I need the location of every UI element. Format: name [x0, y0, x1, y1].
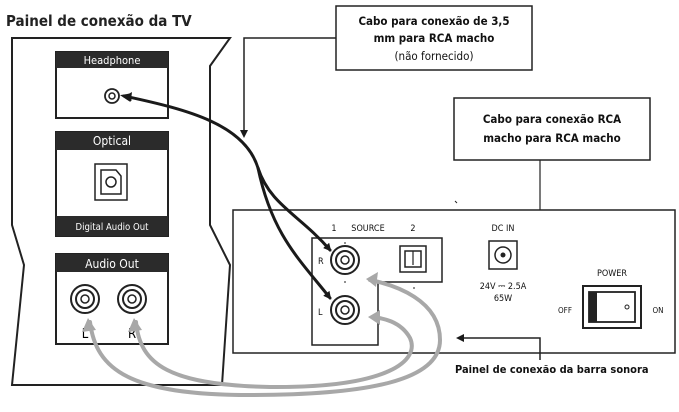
optical-port-panel: Optical Digital Audio Out — [55, 131, 169, 237]
cable-rca-arrowheads — [82, 272, 380, 332]
tv-panel-title: Painel de conexão da TV — [6, 12, 192, 30]
headphone-jack-icon — [104, 88, 120, 104]
callout-35mm-line3: (não fornecido) — [395, 49, 474, 63]
rca-right-jack-icon — [117, 284, 147, 314]
soundbar-r-label: R — [318, 257, 324, 267]
callout-rca-line2: macho para RCA macho — [483, 131, 621, 145]
dc-in-port-icon — [488, 240, 518, 270]
audio-out-label: Audio Out — [85, 257, 139, 271]
callout-35mm-line2: mm para RCA macho — [374, 31, 495, 45]
soundbar-rca-r-jack-icon — [330, 245, 360, 275]
headphone-jack-panel: Headphone — [55, 51, 169, 119]
cable-rca-to-rca — [88, 278, 443, 398]
tv-left-label: L — [82, 327, 89, 342]
power-spec-watts: 65W — [494, 294, 512, 304]
power-spec-voltage: 24V ⎓ 2.5A — [480, 282, 527, 292]
soundbar-rca-l-jack-icon — [330, 295, 360, 325]
dc-in-label: DC IN — [492, 224, 515, 234]
callout-35mm-leader — [240, 37, 336, 138]
callout-rca-line1: Cabo para conexão RCA — [483, 112, 621, 126]
optical-port-icon — [94, 163, 128, 201]
callout-35mm-line1: Cabo para conexão de 3,5 — [358, 14, 509, 28]
soundbar-l-label: L — [318, 308, 323, 318]
optical-label: Optical — [93, 134, 131, 148]
source-1-label: 1 — [331, 224, 336, 234]
source-2-label: 2 — [410, 224, 415, 234]
digital-audio-out-label: Digital Audio Out — [76, 222, 150, 233]
power-switch[interactable] — [582, 285, 642, 329]
power-on-label: ON — [652, 306, 663, 315]
callout-35mm-cable: Cabo para conexão de 3,5 mm para RCA mac… — [335, 5, 533, 71]
soundbar-optical-port-icon — [399, 245, 427, 273]
power-label: POWER — [597, 269, 627, 279]
soundbar-caption: Painel de conexão da barra sonora — [455, 363, 649, 376]
audio-out-panel: Audio Out L R — [55, 253, 169, 345]
source-label: SOURCE — [351, 224, 384, 234]
headphone-label: Headphone — [84, 54, 141, 67]
cable-35mm-tv-arrow — [125, 92, 132, 100]
soundbar-panel: 1 SOURCE 2 R L DC IN 24 — [232, 160, 676, 354]
tv-right-label: R — [128, 327, 136, 342]
tv-panel: Headphone Optical Digital Audio Out Audi… — [10, 37, 232, 386]
soundbar-caption-leader — [456, 334, 541, 360]
power-off-label: OFF — [558, 306, 572, 315]
rca-left-jack-icon — [70, 284, 100, 314]
callout-rca-cable: Cabo para conexão RCA macho para RCA mac… — [453, 97, 651, 161]
